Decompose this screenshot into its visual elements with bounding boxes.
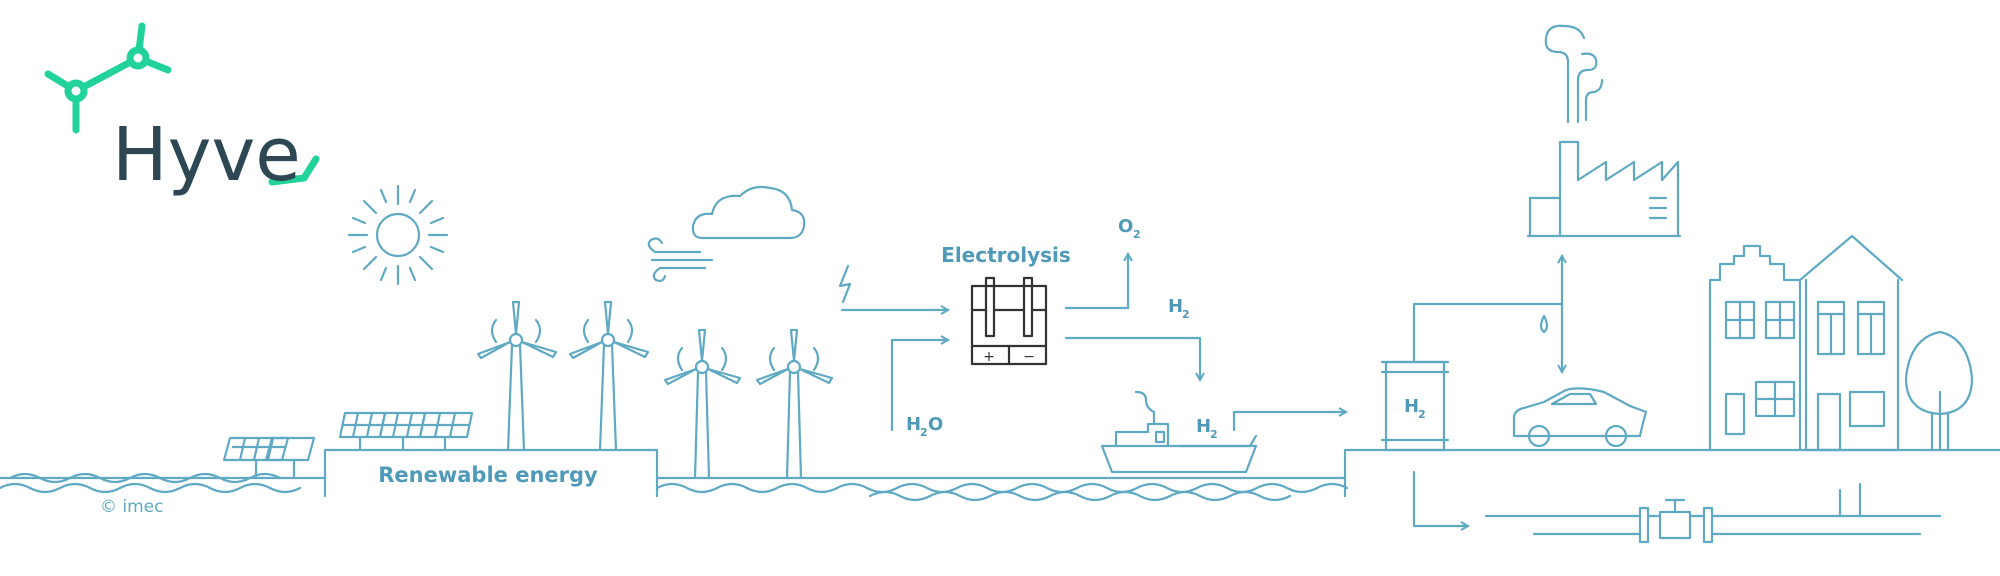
h2-label-tank: H 2	[1404, 396, 1426, 421]
logo-turbine-icon	[44, 22, 320, 186]
h2o-label: H 2 O	[906, 414, 943, 439]
hydrogen-arrow	[1064, 336, 1200, 380]
smoke-icon	[1544, 24, 1604, 124]
copyright-text: © imec	[100, 497, 164, 517]
tree-icon	[1904, 330, 1974, 452]
gabled-house-icon	[1798, 234, 1904, 452]
ship-arrow	[1232, 412, 1346, 432]
electrolyser-icon	[970, 276, 1048, 366]
svg-text:H: H	[1404, 396, 1419, 417]
svg-text:H: H	[1196, 416, 1211, 437]
canal-house-icon	[1708, 244, 1802, 452]
plus-sign: +	[983, 349, 995, 365]
water-arrow	[890, 340, 948, 432]
svg-text:2: 2	[1418, 408, 1426, 421]
car-icon	[1512, 387, 1648, 448]
factory-icon	[1526, 140, 1682, 238]
sun-icon	[347, 184, 449, 286]
solar-panels-water	[222, 436, 316, 478]
wind-turbine-4	[755, 328, 834, 480]
ground-line	[0, 448, 2000, 498]
hydrogen-tank-icon	[1380, 360, 1450, 452]
water-drop-icon	[1539, 314, 1549, 334]
pipeline-icon	[1484, 482, 1942, 544]
o2-label: O 2	[1118, 216, 1141, 241]
svg-text:2: 2	[1210, 428, 1218, 441]
wind-turbine-3	[663, 328, 742, 480]
oxygen-arrow	[1064, 254, 1128, 310]
distribution-line	[1412, 302, 1564, 362]
svg-text:O: O	[1118, 216, 1133, 237]
solar-panels-land	[338, 411, 474, 452]
electrolysis-label: Electrolysis	[941, 243, 1071, 267]
water-waves	[0, 472, 1349, 502]
svg-text:H: H	[906, 414, 921, 435]
ship-icon	[1100, 390, 1258, 474]
pipeline-arrow	[1412, 470, 1468, 526]
h2-label-electrolysis: H 2	[1168, 296, 1190, 321]
lightning-icon	[838, 264, 852, 304]
svg-text:H: H	[1168, 296, 1183, 317]
svg-text:2: 2	[920, 426, 928, 439]
renewable-energy-label: Renewable energy	[378, 463, 598, 487]
wind-icon	[647, 237, 714, 282]
wind-turbine-2	[568, 300, 650, 452]
wind-turbine-1	[476, 300, 558, 452]
minus-sign: −	[1023, 349, 1035, 365]
svg-text:2: 2	[1133, 228, 1141, 241]
cloud-icon	[691, 185, 806, 240]
logo-wordmark: Hyve	[112, 112, 301, 198]
h2-label-ship: H 2	[1196, 416, 1218, 441]
hyve-logo: Hyve	[44, 22, 320, 198]
svg-text:2: 2	[1182, 308, 1190, 321]
svg-text:O: O	[928, 414, 943, 435]
